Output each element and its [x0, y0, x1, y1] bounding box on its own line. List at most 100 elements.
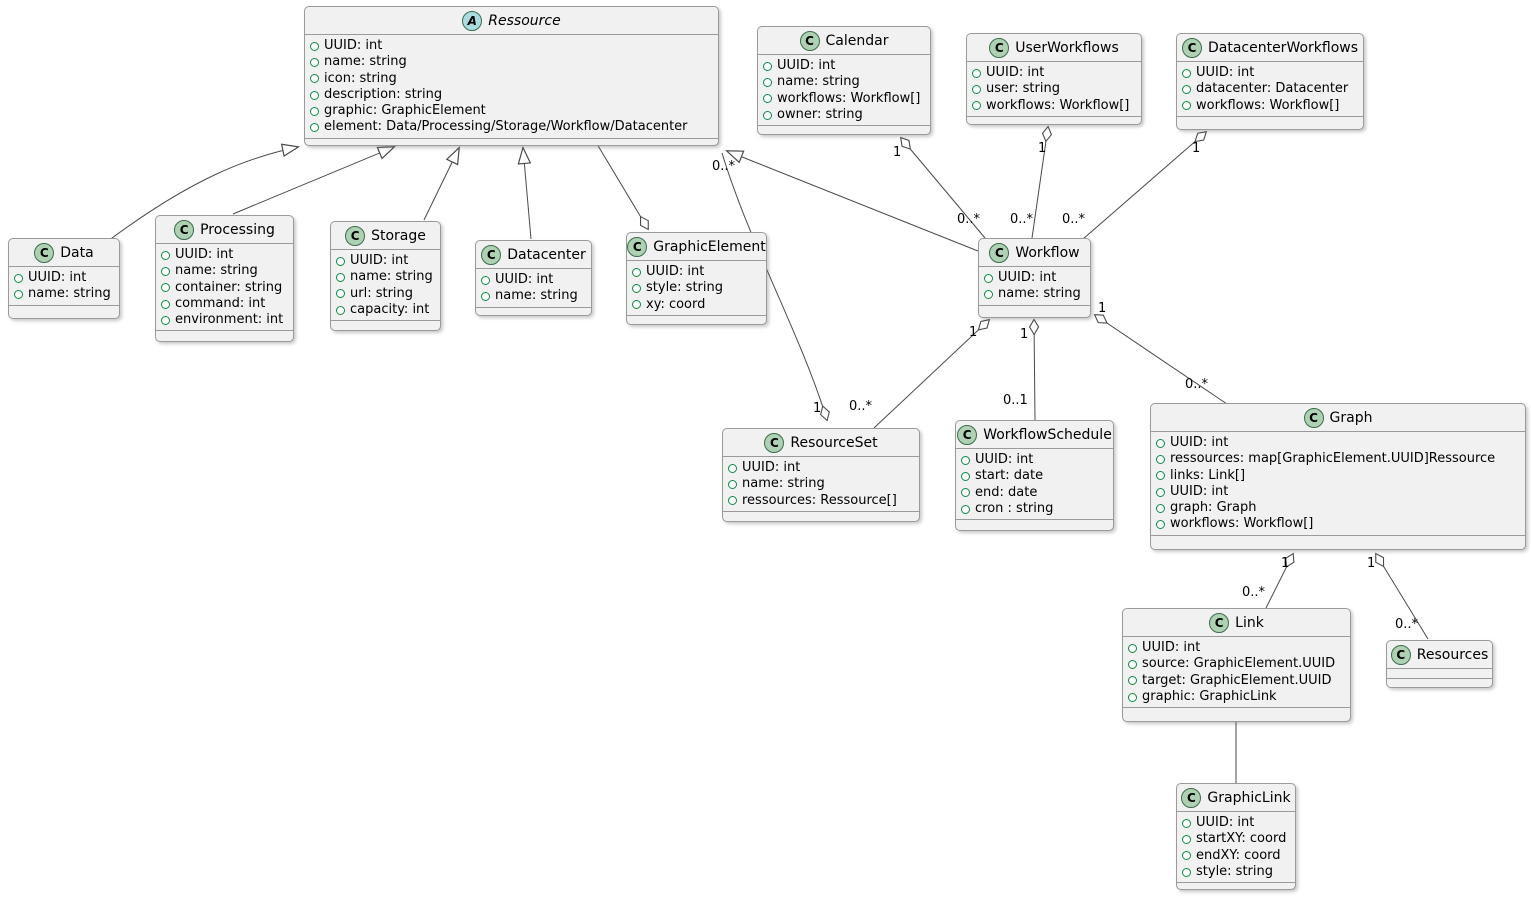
multiplicity-graph-resources-target: 0..* [1395, 617, 1419, 632]
class-attribute: graphic: GraphicLink [1128, 689, 1344, 705]
field-visibility-icon [161, 266, 170, 276]
class-attribute: source: GraphicElement.UUID [1128, 656, 1344, 672]
class-attribute: name: string [336, 269, 434, 285]
class-header: C Workflow [979, 239, 1090, 267]
class-attribute: name: string [14, 286, 113, 302]
multiplicity-calendar-target: 0..* [957, 212, 981, 227]
field-visibility-icon [1182, 834, 1191, 844]
class-icon: C [989, 242, 1010, 263]
class-attribute: UUID: int [14, 270, 113, 286]
multiplicity-userworkflows-source: 1 [1038, 141, 1047, 156]
class-title: Ressource [488, 12, 561, 29]
class-attribute: UUID: int [481, 272, 585, 288]
attribute-text: UUID: int [742, 460, 801, 475]
class-attributes-compartment [1387, 668, 1492, 678]
edge-data-extends-ressource [107, 147, 298, 242]
field-visibility-icon [763, 94, 772, 104]
class-icon: C [764, 432, 785, 453]
class-attribute: ressources: map[GraphicElement.UUID]Ress… [1156, 451, 1519, 467]
class-attribute: UUID: int [984, 270, 1084, 286]
class-attribute: name: string [984, 286, 1084, 302]
class-attribute: element: Data/Processing/Storage/Workflo… [310, 119, 712, 135]
edge-link-graph-aggregation [1265, 554, 1293, 609]
class-methods-compartment [967, 115, 1141, 124]
field-visibility-icon [336, 305, 345, 315]
class-attribute: start: date [961, 468, 1107, 484]
field-visibility-icon [961, 504, 970, 514]
attribute-text: UUID: int [495, 272, 554, 287]
edge-workflowschedule-workflow-aggregation [1034, 320, 1035, 421]
attribute-text: start: date [975, 468, 1044, 484]
abstract-class-icon: A [462, 10, 483, 31]
class-resources[interactable]: C Resources [1386, 640, 1493, 688]
attribute-text: element: Data/Processing/Storage/Workflo… [324, 119, 688, 135]
class-attribute: datacenter: Datacenter [1182, 81, 1357, 97]
class-methods-compartment [627, 314, 766, 324]
class-title: ResourceSet [790, 434, 878, 451]
field-visibility-icon [1156, 471, 1165, 481]
attribute-text: UUID: int [1170, 435, 1229, 450]
class-attribute: UUID: int [763, 58, 924, 74]
class-attribute: UUID: int [728, 460, 913, 476]
edge-datacenter-extends-ressource [523, 148, 532, 240]
class-icon: C [34, 242, 55, 263]
attribute-text: name: string [495, 288, 578, 304]
edge-resources-graph-aggregation [1376, 554, 1429, 640]
class-attribute: UUID: int [632, 264, 760, 280]
class-icon: C [1390, 644, 1411, 665]
field-visibility-icon [984, 289, 993, 299]
field-visibility-icon [1156, 487, 1165, 497]
class-attribute: workflows: Workflow[] [763, 91, 924, 107]
field-visibility-icon [310, 106, 319, 116]
attribute-text: endXY: coord [1196, 847, 1281, 863]
class-header: C Calendar [758, 27, 930, 55]
class-attribute: cron : string [961, 501, 1107, 517]
class-attribute: UUID: int [336, 253, 434, 269]
class-header: C Graph [1151, 404, 1525, 432]
field-visibility-icon [763, 77, 772, 87]
field-visibility-icon [161, 283, 170, 293]
class-title: Processing [200, 221, 275, 238]
class-methods-compartment [1123, 707, 1350, 721]
class-icon: C [799, 30, 820, 51]
attribute-text: target: GraphicElement.UUID [1142, 672, 1332, 688]
class-title: DatacenterWorkflows [1207, 39, 1359, 56]
field-visibility-icon [14, 289, 23, 299]
class-attribute: UUID: int [1182, 65, 1357, 81]
class-title: Link [1235, 614, 1264, 631]
class-icon: C [481, 244, 502, 265]
attribute-text: icon: string [324, 70, 397, 86]
field-visibility-icon [310, 57, 319, 67]
field-visibility-icon [632, 267, 641, 277]
class-attribute: workflows: Workflow[] [1156, 516, 1519, 532]
class-attribute: user: string [972, 81, 1135, 97]
class-title: Graph [1329, 409, 1373, 426]
class-attribute: end: date [961, 485, 1107, 501]
attribute-text: UUID: int [777, 58, 836, 73]
class-attribute: startXY: coord [1182, 831, 1289, 847]
attribute-text: name: string [777, 74, 860, 90]
class-header: C Storage [331, 222, 440, 250]
attribute-text: datacenter: Datacenter [1196, 81, 1349, 97]
